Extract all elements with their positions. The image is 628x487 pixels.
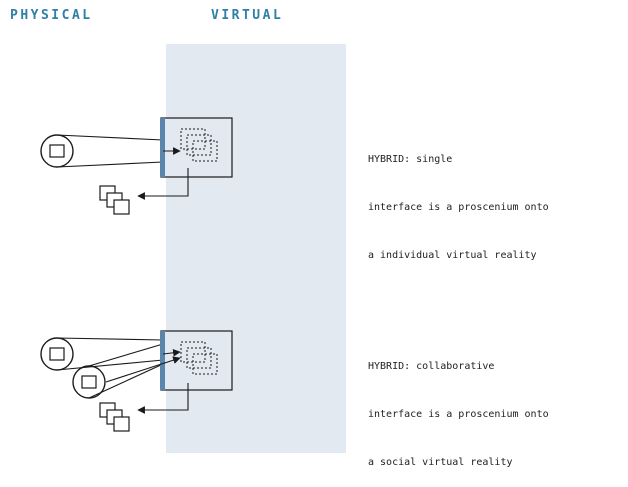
output-documents-icon bbox=[99, 185, 130, 215]
view-cone-line bbox=[56, 161, 164, 168]
user-icon bbox=[40, 337, 74, 371]
view-cone-line bbox=[88, 363, 164, 399]
user-icon bbox=[40, 134, 74, 168]
virtual-heading: VIRTUAL bbox=[211, 8, 284, 23]
virtual-objects-icon bbox=[180, 341, 218, 375]
output-arrow bbox=[137, 383, 189, 414]
proscenium-diagram bbox=[40, 44, 346, 453]
view-cone-line bbox=[56, 337, 164, 341]
caption-line: interface is a proscenium onto bbox=[368, 409, 549, 420]
input-arrow bbox=[162, 348, 181, 357]
view-cone-line bbox=[56, 134, 164, 141]
view-cone-line bbox=[88, 343, 164, 367]
output-arrow bbox=[137, 168, 189, 200]
caption-collaborative: HYBRID: collaborative interface is a pro… bbox=[368, 327, 549, 487]
output-documents-icon bbox=[99, 402, 130, 432]
input-arrow bbox=[105, 356, 181, 383]
scenario-collaborative bbox=[40, 330, 233, 432]
proscenium-window bbox=[160, 117, 233, 178]
proscenium-screen-edge bbox=[160, 118, 165, 177]
caption-line: interface is a proscenium onto bbox=[368, 202, 549, 213]
virtual-region bbox=[166, 44, 346, 453]
caption-title: HYBRID: single bbox=[368, 154, 453, 165]
caption-single: HYBRID: single interface is a proscenium… bbox=[368, 120, 549, 280]
caption-line: a individual virtual reality bbox=[368, 250, 537, 261]
proscenium-screen-edge bbox=[160, 331, 165, 390]
scenario-single bbox=[40, 117, 233, 215]
view-cone-line bbox=[56, 359, 164, 371]
caption-title: HYBRID: collaborative bbox=[368, 361, 495, 372]
user-icon bbox=[72, 365, 106, 399]
physical-heading: PHYSICAL bbox=[10, 8, 93, 23]
virtual-objects-icon bbox=[180, 128, 218, 162]
caption-line: a social virtual reality bbox=[368, 457, 513, 468]
